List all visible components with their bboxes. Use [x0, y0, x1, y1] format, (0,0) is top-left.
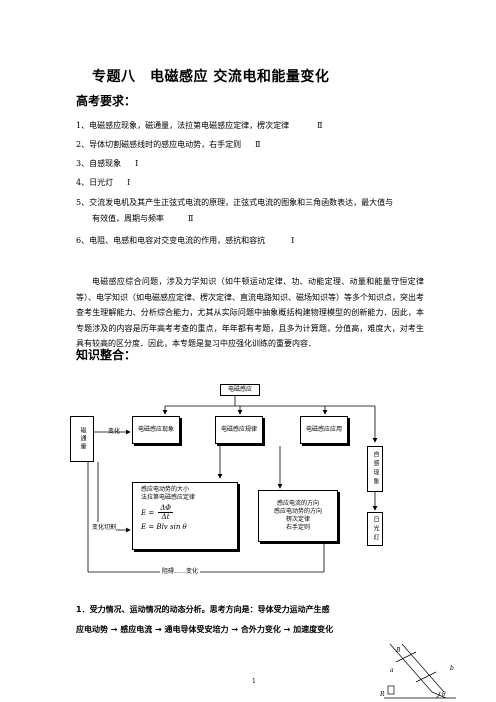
node-application: 电磁感应应用	[300, 416, 348, 444]
diagram-connectors	[87, 394, 378, 573]
dir-line1: 感应电流的方向	[276, 500, 319, 507]
node-phenomenon: 电磁感应现象	[132, 416, 180, 444]
page-title: 专题八 电磁感应 交流电和能量变化	[92, 69, 330, 85]
requirements-heading: 高考要求：	[76, 94, 137, 108]
label-hinder: 阻碍……变化	[160, 566, 201, 575]
node-lamp: 日光灯	[367, 512, 383, 546]
dir-line4: 右手定则	[285, 524, 310, 531]
formula1-fraction: ΔΦ Δt	[158, 504, 173, 521]
node-law: 电磁感应规律	[215, 416, 263, 444]
node-direction: 感应电流的方向 感应电动势的方向 楞次定律 右手定则	[258, 490, 338, 542]
knowledge-diagram: 电磁感应 磁通量 变化 电磁感应现象 电磁感应规律 电磁感应应用 自感现象 日光…	[70, 380, 400, 580]
requirement-5: 5、交流发电机及其产生正弦式电流的原理，正弦式电流的图象和三角函数表达，最大值与	[76, 198, 394, 207]
formula-motional: E = Blv sin θ	[141, 523, 187, 531]
fig-label-r: R	[379, 691, 385, 698]
inclined-rails-figure: B a b R θ	[379, 643, 456, 699]
node-electromagnetic-induction: 电磁感应	[220, 384, 260, 396]
analysis-line-1: 1．受力情况、运动情况的动态分析。思考方向是：导体受力运动产生感	[76, 605, 330, 614]
formula-faraday: E = ΔΦ Δt	[141, 504, 229, 521]
formula1-num: ΔΦ	[158, 504, 173, 513]
label-change: 变化	[108, 428, 121, 435]
fig-label-theta: θ	[442, 691, 446, 698]
intro-paragraph: 电磁感应综合问题，涉及力学知识（如牛顿运动定律、功、动能定理、动量和能量守恒定律…	[76, 277, 424, 348]
formula1-lhs: E =	[141, 508, 155, 517]
dir-line3: 楞次定律	[285, 516, 310, 523]
fig-label-b: b	[450, 665, 454, 672]
fig-label-a: a	[390, 667, 394, 674]
node-emf-magnitude: 感应电动势的大小 法拉第电磁感应定律 E = ΔΦ Δt E = Blv sin…	[132, 482, 238, 550]
label-change-cut: 变化切割	[92, 522, 117, 531]
emf-line1: 感应电动势的大小	[141, 486, 190, 493]
node-flux: 磁通量	[70, 416, 94, 462]
analysis-line-2: 应电动势 → 感应电流 → 通电导体受安培力 → 合外力变化 → 加速度变化	[76, 625, 334, 634]
node-self-induction: 自感现象	[367, 446, 383, 492]
knowledge-heading: 知识整合：	[76, 348, 137, 362]
page-number: 1	[252, 678, 256, 685]
formula1-den: Δt	[161, 513, 170, 521]
fig-label-b-field: B	[395, 647, 401, 654]
emf-line2: 法拉第电磁感应定律	[141, 494, 196, 501]
dir-line2: 感应电动势的方向	[273, 508, 322, 515]
